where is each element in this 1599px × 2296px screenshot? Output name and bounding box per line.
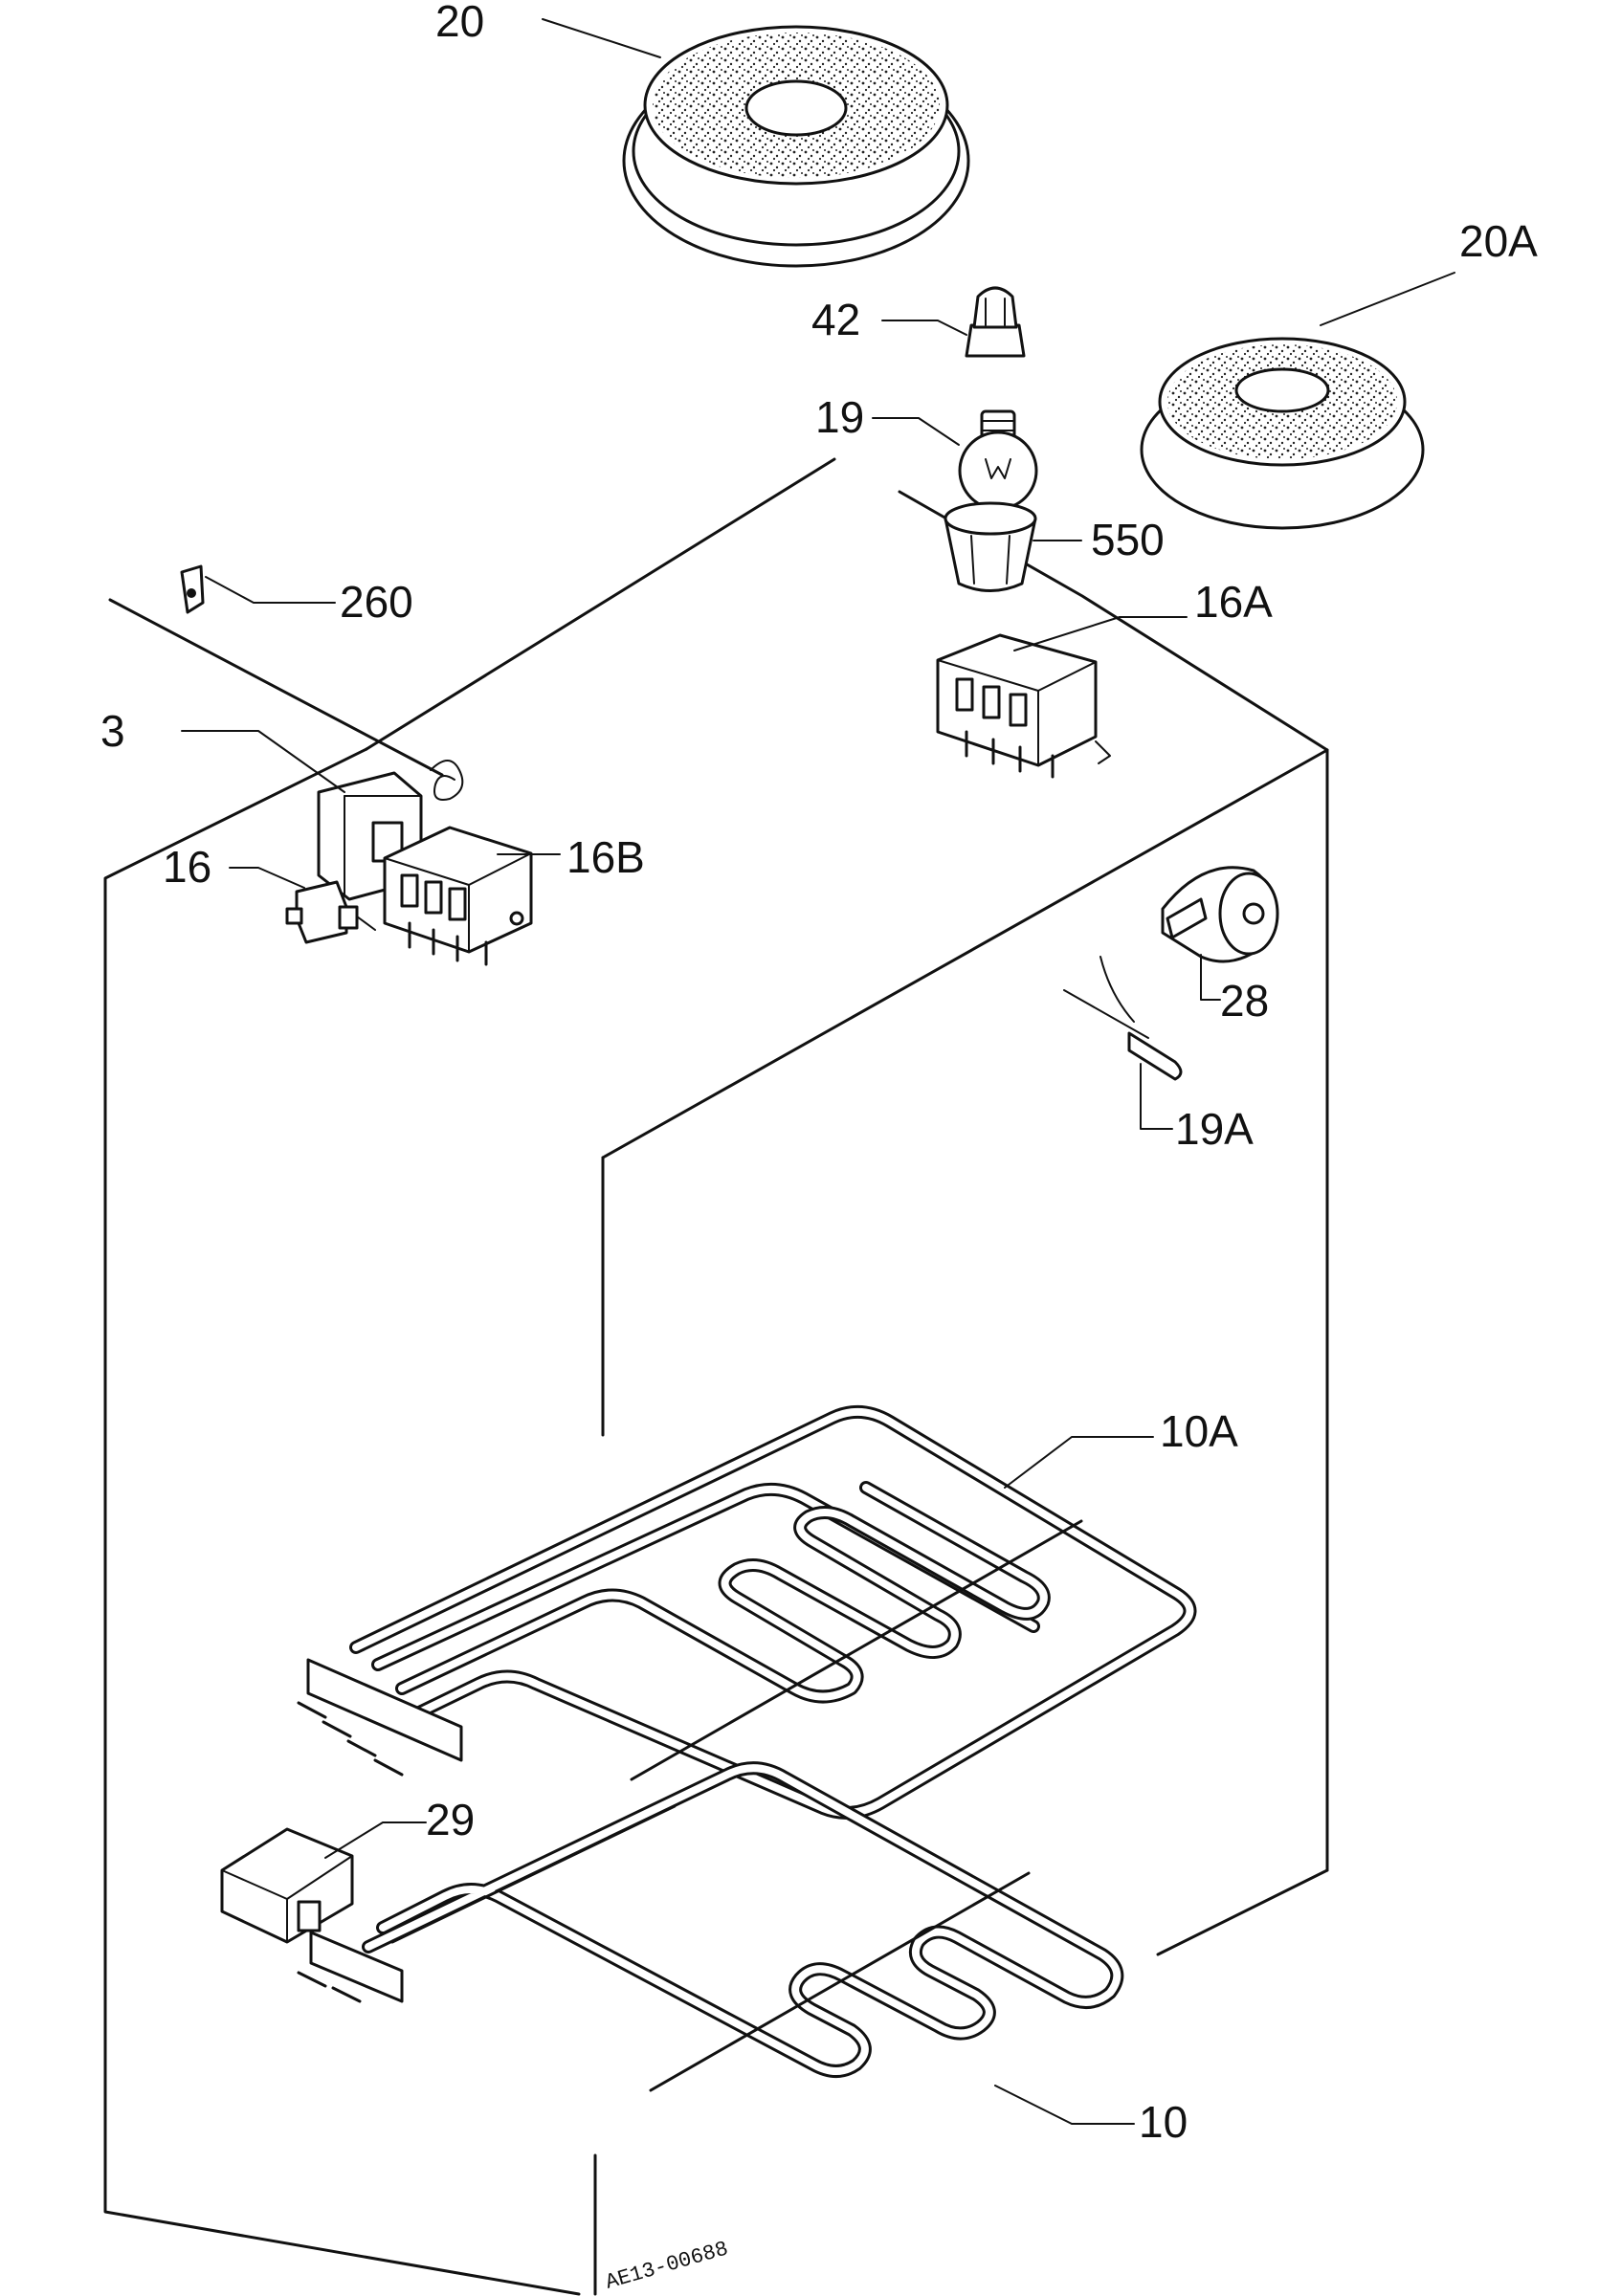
drawing-reference: AE13-00688	[603, 2237, 731, 2294]
fan-motor-28	[1161, 866, 1279, 963]
hotplate-small	[1140, 337, 1425, 530]
label-3: 3	[100, 706, 125, 756]
leader-16a	[1013, 616, 1188, 651]
label-29: 29	[426, 1795, 475, 1844]
sensor-probe-19a	[1063, 956, 1183, 1081]
label-19: 19	[815, 392, 864, 442]
label-10: 10	[1139, 2097, 1188, 2147]
hotplate-large	[622, 25, 970, 268]
grill-element-10a	[297, 1404, 1197, 1820]
lamp-cover-550	[944, 501, 1037, 592]
bottom-element-10	[297, 1761, 1124, 2092]
part-labels: 20 20A 42 19 550 260 16A 3 16 16B 28 19A…	[100, 0, 1538, 2295]
label-10a: 10A	[1160, 1406, 1238, 1456]
leader-3	[181, 730, 345, 793]
leader-20a	[1320, 272, 1455, 326]
leader-260	[205, 576, 336, 604]
thermostat-probe-260	[108, 564, 464, 801]
label-16: 16	[163, 842, 211, 892]
label-28: 28	[1220, 976, 1269, 1026]
selector-switch-16b	[383, 826, 533, 966]
lamp-holder-42	[965, 286, 1026, 358]
leader-10	[994, 2085, 1135, 2125]
terminal-block-29	[220, 1827, 354, 1944]
leader-29	[324, 1821, 427, 1859]
switch-16	[285, 880, 376, 944]
label-16b: 16B	[566, 832, 645, 882]
leader-10a	[1004, 1436, 1154, 1489]
label-550: 550	[1091, 515, 1165, 564]
leader-28	[1200, 954, 1221, 1001]
leader-19a	[1140, 1063, 1173, 1130]
label-19a: 19A	[1175, 1104, 1254, 1154]
leader-42	[881, 320, 967, 336]
label-42: 42	[811, 295, 860, 344]
selector-switch-16a	[936, 633, 1111, 779]
label-20: 20	[435, 0, 484, 46]
leader-19	[872, 417, 960, 446]
label-20a: 20A	[1459, 216, 1538, 266]
leader-16	[229, 867, 305, 889]
label-16a: 16A	[1194, 577, 1273, 627]
leader-20	[542, 18, 661, 58]
label-260: 260	[340, 577, 413, 627]
lamp-bulb-19	[958, 409, 1038, 511]
